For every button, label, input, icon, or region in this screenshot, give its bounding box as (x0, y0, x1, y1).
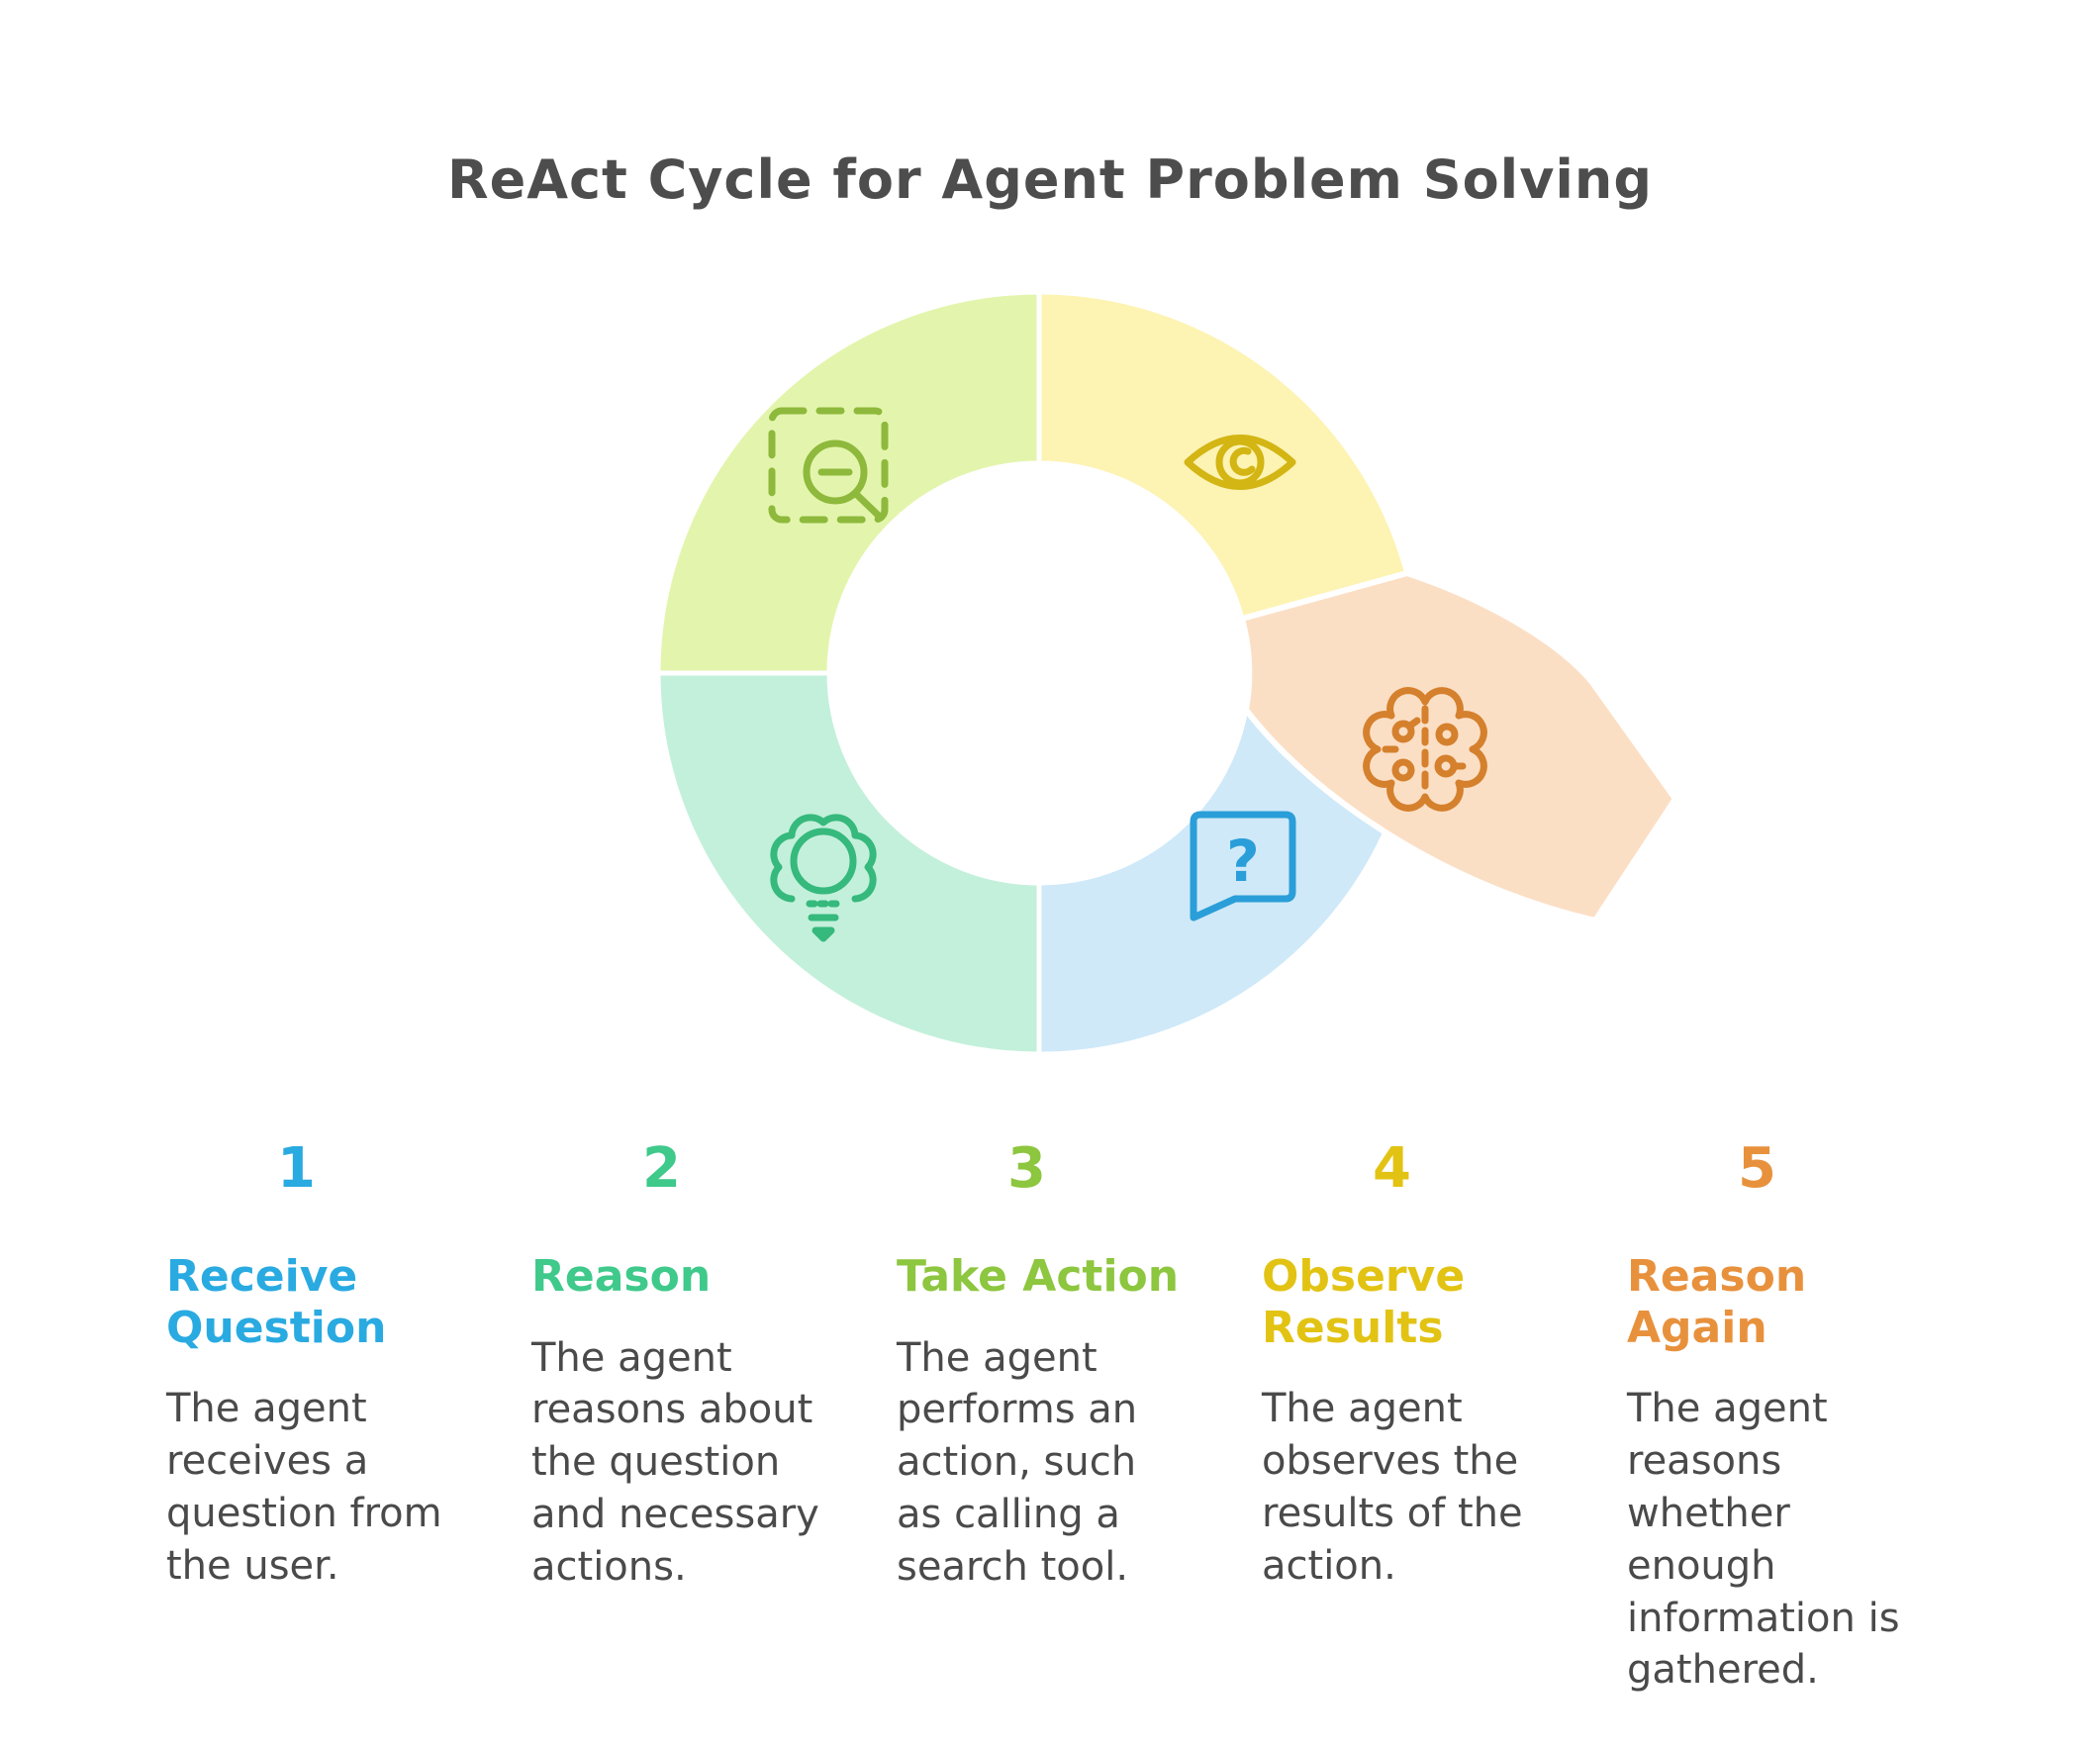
step-title: Take Action (897, 1250, 1180, 1302)
reason-again-arrow (1239, 570, 1678, 924)
page-title: ReAct Cycle for Agent Problem Solving (446, 148, 1653, 211)
question-mark-glyph: ? (1226, 827, 1260, 895)
step-reason: 2 Reason The agent reasons about the que… (531, 1138, 863, 1697)
reason-segment (655, 670, 1042, 1057)
eye-icon (1184, 435, 1296, 490)
zoom-out-selection-icon (768, 407, 889, 524)
step-reason-again: 5 Reason Again The agent reasons whether… (1627, 1138, 1958, 1697)
step-receive-question: 1 Receive Question The agent receives a … (166, 1138, 498, 1697)
receive-question-segment (655, 289, 1042, 676)
gear-lightbulb-icon (770, 814, 877, 942)
brain-circuit-icon (1363, 687, 1487, 812)
step-number: 2 (642, 1136, 681, 1201)
step-title: Observe Results (1262, 1250, 1466, 1353)
steps-row: 1 Receive Question The agent receives a … (166, 1138, 1961, 1697)
step-description: The agent reasons about the question and… (531, 1334, 819, 1590)
step-description: The agent observes the results of the ac… (1262, 1386, 1523, 1589)
step-number: 1 (277, 1136, 316, 1201)
step-description: The agent receives a question from the u… (166, 1386, 442, 1589)
step-number: 3 (1007, 1136, 1046, 1201)
step-title: Receive Question (166, 1250, 387, 1353)
step-take-action: 3 Take Action The agent performs an acti… (897, 1138, 1228, 1697)
step-title: Reason Again (1627, 1250, 1807, 1353)
step-observe-results: 4 Observe Results The agent observes the… (1262, 1138, 1593, 1697)
step-description: The agent performs an action, such as ca… (897, 1334, 1138, 1590)
question-bubble-icon: ? (1190, 811, 1296, 922)
step-description: The agent reasons whether enough informa… (1627, 1386, 1900, 1694)
step-number: 5 (1738, 1136, 1776, 1201)
step-number: 4 (1373, 1136, 1411, 1201)
cycle-donut-chart: ? (655, 289, 1678, 1057)
react-cycle-diagram: ? (0, 247, 2100, 1099)
step-title: Reason (531, 1250, 712, 1302)
